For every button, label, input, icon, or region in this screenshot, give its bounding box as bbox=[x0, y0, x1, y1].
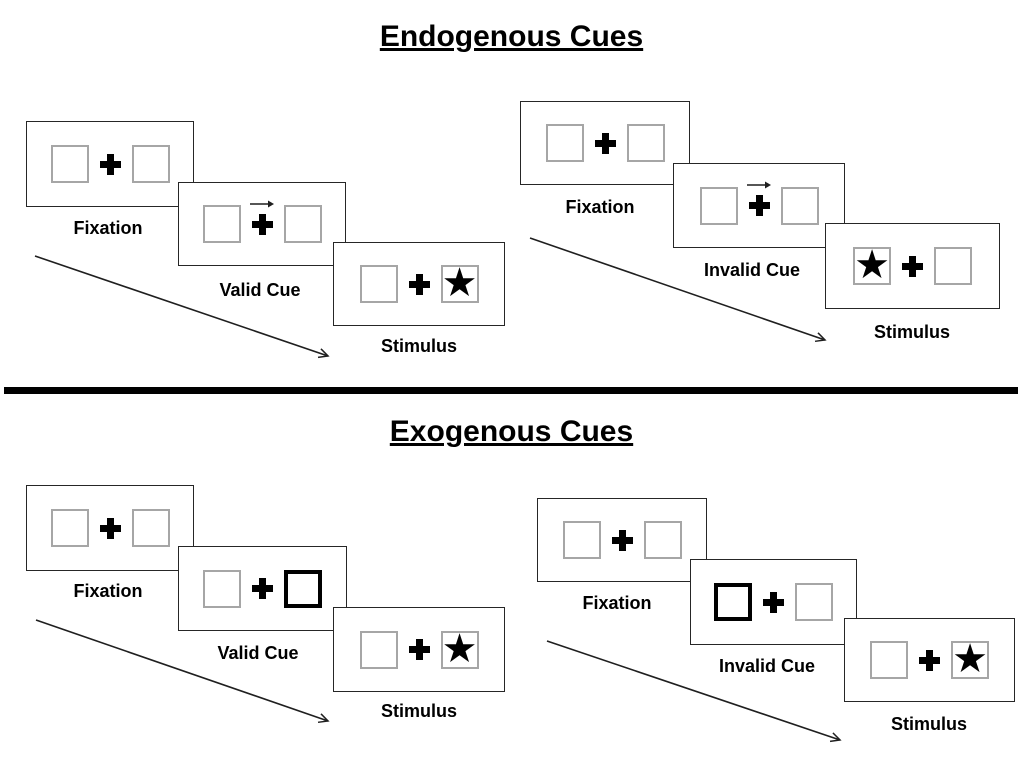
fixation-cross-icon bbox=[408, 273, 430, 295]
star-icon: ★ bbox=[441, 261, 478, 305]
panel-fixation bbox=[26, 485, 194, 571]
fixation-cross-icon bbox=[747, 181, 771, 216]
fixation-cross-icon bbox=[611, 529, 633, 551]
panel-valid-cue bbox=[178, 546, 347, 631]
panel-fixation bbox=[537, 498, 707, 582]
fixation-cross-icon bbox=[99, 153, 121, 175]
stimulus-box-right: ★ bbox=[440, 261, 479, 305]
star-icon: ★ bbox=[441, 626, 478, 671]
fixation-cross-icon bbox=[594, 132, 616, 154]
placeholder-box-right bbox=[643, 521, 682, 559]
placeholder-box-left bbox=[870, 641, 908, 679]
panel-label-fixation: Fixation bbox=[582, 593, 652, 613]
fixation-cross-icon bbox=[919, 649, 940, 671]
section-title-exogenous-text: Exogenous Cues bbox=[389, 415, 634, 448]
panel-label-valid-cue: Valid Cue bbox=[219, 280, 301, 300]
panel-fixation bbox=[520, 101, 690, 185]
placeholder-box-left bbox=[50, 509, 89, 547]
section-title-exogenous: Exogenous Cues bbox=[0, 415, 1023, 449]
fixation-cross-icon bbox=[250, 200, 274, 235]
placeholder-box-left bbox=[203, 569, 241, 608]
star-icon: ★ bbox=[854, 243, 890, 287]
panel-label-stimulus: Stimulus bbox=[890, 714, 967, 734]
panel-label-invalid-cue: Invalid Cue bbox=[703, 260, 801, 280]
fixation-cross-icon bbox=[902, 255, 923, 277]
stimulus-box-right: ★ bbox=[951, 637, 989, 681]
section-title-endogenous: Endogenous Cues bbox=[0, 20, 1023, 54]
placeholder-box-right bbox=[934, 247, 972, 285]
panel-label-fixation: Fixation bbox=[73, 581, 143, 601]
section-title-endogenous-text: Endogenous Cues bbox=[379, 20, 644, 53]
panel-invalid-cue bbox=[690, 559, 857, 645]
fixation-cross-icon bbox=[252, 578, 273, 599]
section-divider bbox=[4, 387, 1018, 394]
right-arrow-cue-icon bbox=[250, 200, 274, 207]
placeholder-box-left bbox=[545, 124, 584, 162]
placeholder-box-right bbox=[131, 509, 170, 547]
panel-label-fixation: Fixation bbox=[565, 197, 635, 217]
stimulus-box-right: ★ bbox=[440, 626, 479, 671]
panel-stimulus: ★ bbox=[333, 607, 505, 692]
panel-stimulus: ★ bbox=[333, 242, 505, 326]
placeholder-box-left bbox=[699, 186, 738, 225]
panel-stimulus: ★ bbox=[825, 223, 1000, 309]
placeholder-box-left bbox=[359, 265, 398, 303]
panel-invalid-cue bbox=[673, 163, 845, 248]
placeholder-box-right bbox=[795, 583, 833, 621]
panel-stimulus: ★ bbox=[844, 618, 1015, 702]
panel-label-fixation: Fixation bbox=[73, 218, 143, 238]
right-arrow-cue-icon bbox=[747, 181, 771, 189]
placeholder-box-right bbox=[131, 145, 170, 183]
fixation-cross-icon bbox=[99, 517, 121, 539]
highlighted-cue-box-left bbox=[714, 583, 752, 621]
placeholder-box-right bbox=[780, 186, 819, 225]
timeline-arrow-endogenous-invalid bbox=[529, 237, 825, 340]
timeline-arrow-exogenous-valid bbox=[35, 619, 328, 721]
panel-label-stimulus: Stimulus bbox=[380, 701, 457, 721]
panel-label-valid-cue: Valid Cue bbox=[217, 643, 299, 663]
placeholder-box-left bbox=[359, 630, 398, 669]
placeholder-box-left bbox=[50, 145, 89, 183]
panel-valid-cue bbox=[178, 182, 346, 266]
panel-label-stimulus: Stimulus bbox=[380, 336, 457, 356]
placeholder-box-right bbox=[626, 124, 665, 162]
placeholder-box-right bbox=[283, 205, 322, 243]
panel-fixation bbox=[26, 121, 194, 207]
stimulus-box-left: ★ bbox=[853, 243, 891, 287]
star-icon: ★ bbox=[952, 637, 988, 681]
placeholder-box-left bbox=[202, 205, 241, 243]
placeholder-box-left bbox=[562, 521, 601, 559]
timeline-arrow-endogenous-valid bbox=[34, 255, 328, 356]
panel-label-invalid-cue: Invalid Cue bbox=[718, 656, 816, 676]
fixation-cross-icon bbox=[763, 591, 784, 613]
fixation-cross-icon bbox=[408, 639, 430, 660]
highlighted-cue-box-right bbox=[284, 569, 322, 608]
panel-label-stimulus: Stimulus bbox=[873, 322, 950, 342]
